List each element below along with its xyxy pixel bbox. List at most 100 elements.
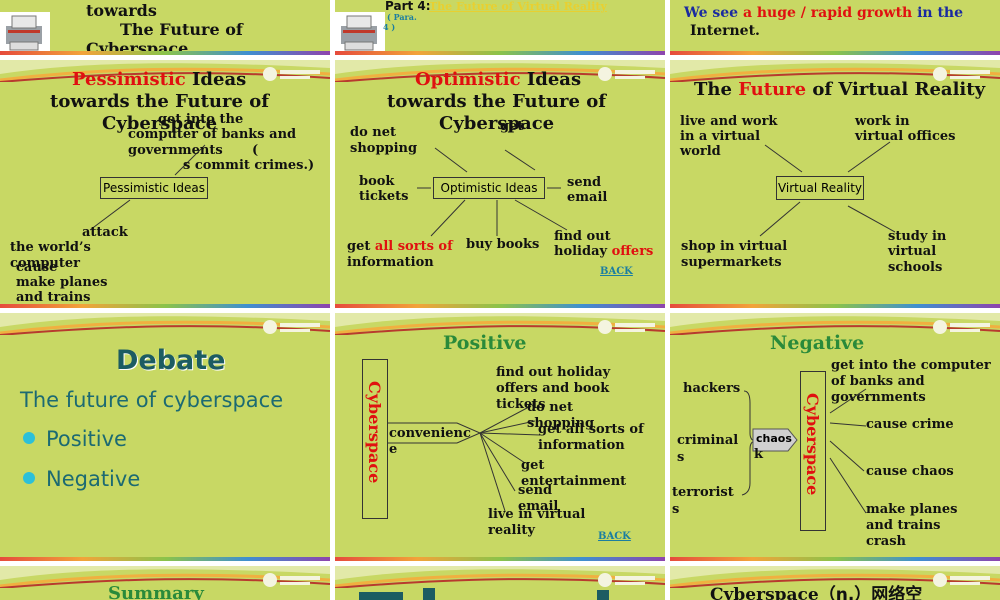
- slide1-line2: The Future of: [120, 20, 243, 39]
- slide9-node-1b: of banks and: [831, 374, 925, 389]
- slide7-bullet-positive: Positive: [46, 427, 127, 451]
- slide6-node-1c: world: [680, 144, 721, 159]
- slide-thumb-3[interactable]: We see a huge / rapid growth in the Inte…: [670, 0, 1000, 55]
- slide4-node-4c: and trains: [16, 290, 91, 305]
- slide2-para: ( Para.: [387, 12, 417, 22]
- slide-thumb-4[interactable]: Pessimistic Ideas towards the Future of …: [0, 60, 330, 308]
- slide5-node-5a: get all sorts of: [347, 239, 453, 254]
- slide-border-stripe: [335, 557, 665, 561]
- slide11-heading-fragment: [597, 590, 609, 600]
- slide-border-stripe: [670, 557, 1000, 561]
- printer-icon: [0, 12, 50, 54]
- logo-badge: [932, 319, 992, 335]
- slide8-node-5a: send: [518, 483, 553, 498]
- slide-thumb-11[interactable]: [335, 566, 665, 600]
- logo-badge: [932, 66, 992, 82]
- chaos-arrow-shape: [752, 428, 798, 452]
- slide9-node-4b: and trains: [866, 518, 941, 533]
- logo-badge: [262, 572, 322, 588]
- slide8-node-1c: tickets: [496, 397, 546, 412]
- slide5-node-1a: do net: [350, 125, 397, 140]
- slide4-title-2: towards the Future of: [50, 91, 269, 112]
- mindmap-lines: [388, 407, 541, 512]
- slide4-node-4a: cause: [16, 260, 58, 275]
- slide8-title: Positive: [443, 332, 527, 354]
- slide-thumb-10[interactable]: Summary: [0, 566, 330, 600]
- slide9-node-1c: governments: [831, 390, 926, 405]
- slide9-node-4a: make planes: [866, 502, 958, 517]
- slide5-title-3: Cyberspace: [439, 113, 555, 134]
- slide8-node-6b: reality: [488, 523, 535, 538]
- slide8-cyberspace-label: Cyberspace: [365, 381, 384, 484]
- slide6-node-3a: shop in virtual: [681, 239, 788, 254]
- slide8-node-6a: live in virtual: [488, 507, 586, 522]
- bullet-dot-icon: [23, 432, 35, 444]
- logo-badge: [262, 319, 322, 335]
- slide-thumb-5[interactable]: Optimistic Ideas towards the Future of C…: [335, 60, 665, 308]
- slide4-center-node: Pessimistic Ideas: [100, 177, 208, 199]
- slide6-node-1a: live and work: [680, 114, 778, 129]
- slide6-node-2a: work in: [855, 114, 910, 129]
- slide6-node-4a: study in: [888, 229, 947, 244]
- slide8-node-2b: shopping: [527, 416, 595, 431]
- slide7-title: Debate: [116, 345, 226, 376]
- slide9-criminals-b: s: [677, 450, 685, 465]
- slide5-node-4a: send: [567, 175, 602, 190]
- slide9-hackers: hackers: [683, 381, 741, 396]
- slide8-node-3a: get all sorts of: [538, 422, 644, 437]
- slide9-cyberspace-box: [800, 371, 826, 531]
- bullet-dot-icon: [23, 472, 35, 484]
- logo-badge: [597, 572, 657, 588]
- slide5-node-7a: find out: [554, 229, 611, 244]
- slide9-node-4c: crash: [866, 534, 906, 549]
- slide5-node-7b: holiday offers: [554, 244, 654, 259]
- slide8-convenience-a: convenienc: [389, 426, 471, 441]
- slide-thumb-12[interactable]: Cyberspace（n.）网络空: [670, 566, 1000, 600]
- slide-border-stripe: [0, 557, 330, 561]
- slide4-title-1: Pessimistic Ideas: [72, 69, 247, 90]
- slide-thumb-7[interactable]: Debate The future of cyberspace Positive…: [0, 313, 330, 561]
- slide6-node-1b: in a virtual: [680, 129, 761, 144]
- slide9-terrorists-b: s: [672, 502, 680, 517]
- slide12-title: Cyberspace（n.）网络空: [710, 585, 923, 600]
- slide-thumb-1[interactable]: towards The Future of Cyberspace: [0, 0, 330, 55]
- slide-border-stripe: [335, 304, 665, 308]
- logo-badge: [932, 572, 992, 588]
- slide9-node-3: cause chaos: [866, 464, 954, 479]
- slide-thumb-8[interactable]: Positive Cyberspace convenienc e find ou…: [335, 313, 665, 561]
- slide-thumb-2[interactable]: Part 4: The Future of Virtual Reality ( …: [335, 0, 665, 55]
- slide5-back-link[interactable]: BACK: [600, 266, 633, 277]
- slide4-title-3: Cyberspace: [102, 113, 218, 134]
- slide4-node-3a: the world’s: [10, 240, 91, 255]
- slide8-node-1b: offers and book: [496, 381, 610, 396]
- slide11-heading-fragment: [423, 588, 435, 600]
- slide4-node-1e: s commit crimes.): [183, 158, 315, 173]
- slide5-node-4b: email: [567, 190, 608, 205]
- logo-badge: [262, 66, 322, 82]
- slide8-node-3b: information: [538, 438, 625, 453]
- slide9-cyberspace-label: Cyberspace: [803, 393, 822, 496]
- mindmap-lines: [89, 144, 206, 231]
- slide4-node-2: attack: [82, 225, 128, 240]
- slide9-node-1a: get into the computer: [831, 358, 991, 373]
- slide8-cyberspace-box: [362, 359, 388, 519]
- mindmap-lines: [759, 141, 896, 237]
- slide-border-stripe: [670, 304, 1000, 308]
- slide-thumb-9[interactable]: Negative hackers criminal s terrorist s …: [670, 313, 1000, 561]
- slide-border-stripe: [670, 51, 1000, 55]
- slide2-para-num: 4 ): [383, 22, 396, 32]
- printer-icon: [335, 12, 385, 54]
- slide8-back-link[interactable]: BACK: [598, 531, 631, 542]
- slide5-title-1: Optimistic Ideas: [415, 69, 582, 90]
- slide-thumb-6[interactable]: The Future of Virtual Reality live and w…: [670, 60, 1000, 308]
- slide6-node-3b: supermarkets: [681, 255, 782, 270]
- slide5-node-6: buy books: [466, 237, 540, 252]
- slide4-node-1d: (: [252, 143, 259, 158]
- slide9-title: Negative: [770, 332, 865, 354]
- slide8-node-5b: email: [518, 499, 559, 514]
- slide2-link[interactable]: The Future of Virtual Reality: [429, 0, 607, 13]
- slide5-center-node: Optimistic Ideas: [433, 177, 545, 199]
- slide-border-stripe: [0, 51, 330, 55]
- logo-badge: [597, 66, 657, 82]
- slide6-center-node: Virtual Reality: [776, 176, 864, 200]
